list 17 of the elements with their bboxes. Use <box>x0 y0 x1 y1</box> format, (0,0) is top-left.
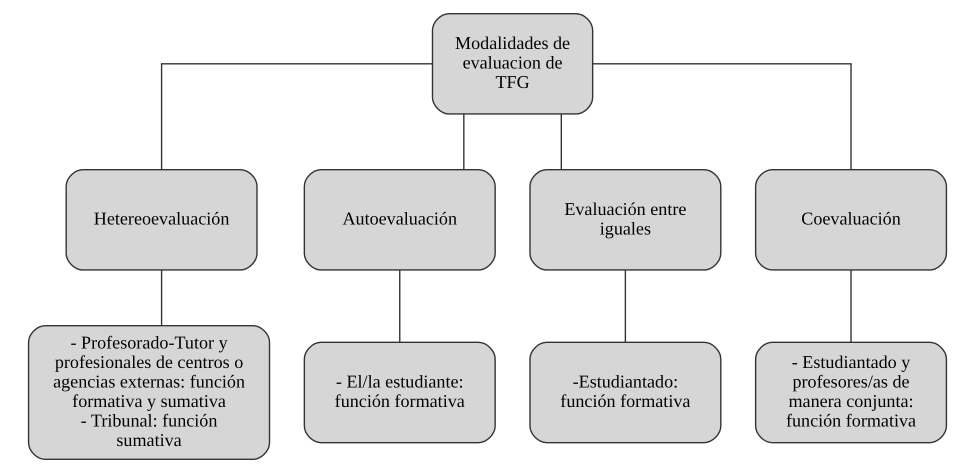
node-box: - Profesorado-Tutor y profesionales de centros o agencias externas: función formativa y sumativa - Tribunal: función sumativa <box>27 324 270 460</box>
connector <box>624 270 626 342</box>
node-box: Autoevaluación <box>303 168 496 271</box>
node-box: - El/la estudiante: función formativa <box>303 342 496 444</box>
connector <box>850 270 852 342</box>
connector <box>160 270 162 326</box>
node-box: -Estudiantado: función formativa <box>528 342 721 444</box>
connector <box>398 270 400 342</box>
connector <box>160 63 432 170</box>
node-box: - Estudiantado y profesores/as de manera conjunta: función formativa <box>754 342 947 444</box>
connector <box>592 63 852 170</box>
node-box: Hetereoevaluación <box>64 168 258 271</box>
node-box: Coevaluación <box>754 168 947 271</box>
connector <box>462 114 464 170</box>
node-box: Modalidades de evaluacion de TFG <box>431 12 593 115</box>
connector <box>560 114 562 170</box>
node-box: Evaluación entre iguales <box>528 168 721 271</box>
